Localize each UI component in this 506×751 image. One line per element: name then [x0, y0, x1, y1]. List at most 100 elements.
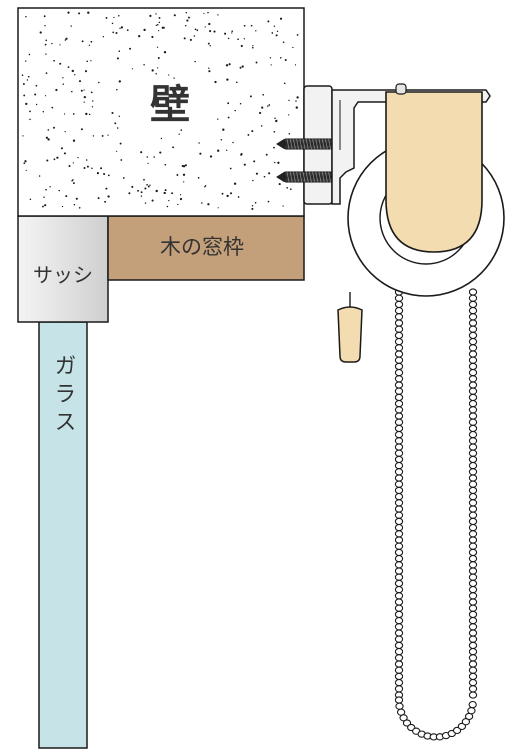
chain-bead [468, 313, 478, 321]
wall-speckle [71, 90, 73, 93]
wall-speckle [140, 191, 143, 194]
screw-lower [276, 171, 333, 183]
chain-bead [468, 517, 478, 526]
wall-speckle [227, 116, 230, 119]
wall-speckle [217, 14, 219, 16]
chain-bead [394, 511, 404, 519]
wall-speckle [217, 118, 219, 120]
wall-speckle [105, 16, 108, 19]
wall-speckle [155, 73, 157, 75]
chain-bead [468, 461, 478, 470]
chain-bead [394, 635, 404, 643]
chain-bead [468, 647, 478, 656]
wall-texture [21, 11, 300, 210]
wall-speckle [156, 67, 159, 69]
wall-speckle [243, 24, 246, 27]
wall-speckle [85, 112, 88, 116]
wall [17, 7, 305, 217]
wall-speckle [45, 72, 48, 74]
wall-speckle [253, 160, 256, 163]
chain-bead [468, 399, 478, 408]
wall-speckle [163, 51, 167, 54]
wall-speckle [44, 204, 47, 207]
wall-speckle [158, 30, 160, 32]
wall-speckle [156, 46, 159, 48]
wall-speckle [151, 69, 154, 72]
wall-speckle [193, 35, 196, 37]
wall-speckle [249, 95, 252, 98]
chain-bead [468, 505, 478, 513]
wall-speckle [251, 130, 254, 133]
wall-speckle [267, 105, 269, 107]
chain-bead [394, 300, 404, 309]
wall-speckle [29, 118, 31, 121]
wall-speckle [221, 192, 224, 195]
wall-speckle [295, 106, 298, 109]
chain-bead [394, 616, 404, 625]
wall-speckle [111, 111, 114, 115]
chain-bead [468, 523, 478, 532]
wall-speckle [67, 66, 70, 68]
wall-speckle [220, 139, 223, 141]
wall-speckle [44, 43, 47, 46]
chain-bead [468, 610, 478, 619]
wall-speckle [182, 173, 186, 176]
wall-speckle [83, 101, 85, 103]
wall-speckle [131, 68, 134, 70]
wall-speckle [91, 106, 94, 108]
wall-speckle [128, 192, 131, 195]
chain-bead [468, 449, 478, 457]
chain-bead [468, 375, 478, 383]
wall-speckle [283, 82, 286, 85]
wall-speckle [59, 44, 61, 46]
chain-bead [394, 393, 404, 402]
wall-speckle [164, 163, 167, 166]
wall-speckle [158, 16, 161, 19]
chain-bead [468, 294, 478, 302]
wall-speckle [101, 134, 104, 137]
wall-speckle [226, 78, 229, 81]
chain-bead [394, 437, 404, 445]
wall-speckle [232, 141, 234, 144]
chain-bead [394, 530, 404, 538]
wall-speckle [92, 135, 95, 137]
pull-handle-icon[interactable] [337, 292, 363, 363]
wall-speckle [45, 188, 47, 191]
chain-bead [394, 399, 404, 408]
wall-speckle [240, 153, 243, 156]
chain-bead [394, 424, 404, 433]
wall-speckle [116, 88, 118, 91]
wall-speckle [81, 40, 84, 43]
wall-speckle [209, 155, 213, 158]
wall-speckle [53, 158, 56, 161]
chain-bead [468, 492, 478, 501]
chain-bead [468, 486, 478, 495]
wall-speckle [72, 113, 75, 115]
wall-speckle [207, 11, 209, 14]
chain-bead [468, 654, 478, 662]
blind-cassette[interactable] [385, 91, 483, 253]
wall-speckle [222, 128, 225, 131]
wall-speckle [208, 70, 211, 73]
wall-speckle [270, 64, 272, 66]
wall-speckle [83, 166, 86, 170]
chain-bead [394, 517, 404, 526]
wall-speckle [279, 17, 283, 20]
chain-bead [468, 672, 478, 681]
wall-speckle [157, 57, 160, 59]
wall-speckle [229, 192, 233, 195]
wall-speckle [78, 80, 82, 83]
chain-bead [468, 362, 478, 371]
wall-speckle [173, 77, 175, 79]
wall-speckle [251, 207, 254, 210]
chain-bead [394, 294, 404, 302]
bead-chain-icon[interactable] [394, 288, 478, 741]
chain-bead [468, 511, 478, 519]
chain-bead [468, 691, 478, 699]
wall-speckle [288, 114, 290, 116]
chain-bead [394, 561, 404, 569]
wall-speckle [116, 57, 119, 60]
wall-speckle [98, 81, 100, 84]
chain-bead [468, 585, 478, 594]
